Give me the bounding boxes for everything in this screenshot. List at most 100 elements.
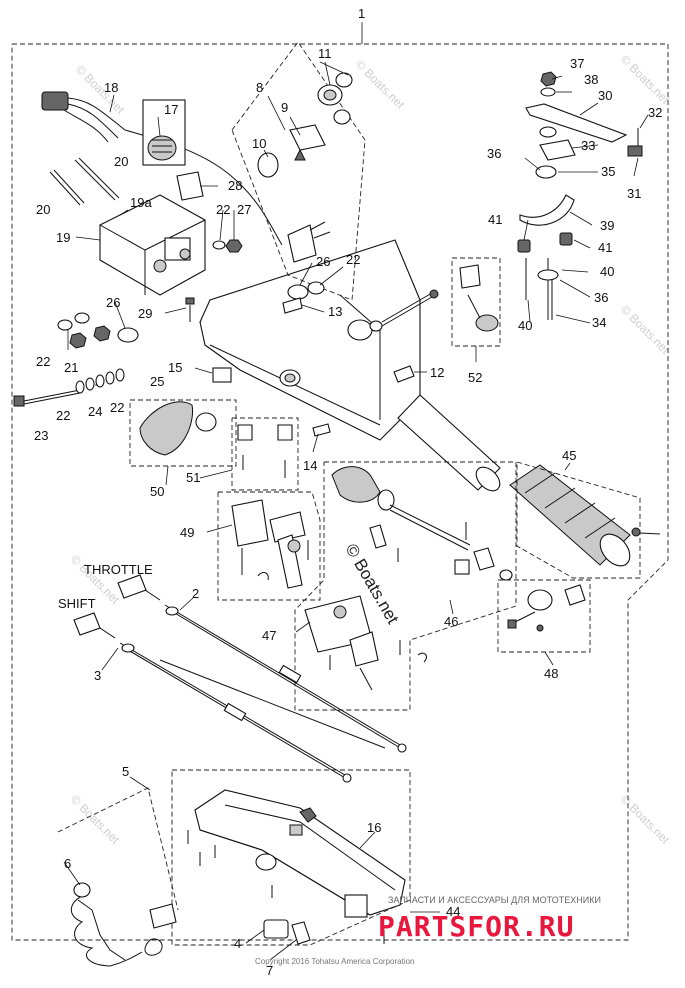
brackets-51 bbox=[237, 424, 293, 478]
callout-41a: 41 bbox=[488, 212, 502, 227]
callout-20a: 20 bbox=[114, 154, 128, 169]
callout-3: 3 bbox=[94, 668, 101, 683]
callout-39: 39 bbox=[600, 218, 614, 233]
callout-10: 10 bbox=[252, 136, 266, 151]
callout-51: 51 bbox=[186, 470, 200, 485]
callout-22b: 22 bbox=[56, 408, 70, 423]
copyright: Copyright 2016 Tohatsu America Corporati… bbox=[255, 957, 415, 966]
callout-48: 48 bbox=[544, 666, 558, 681]
watermark-2: © Boats.net bbox=[353, 57, 408, 112]
callout-labels: 1 2 3 4 5 6 7 8 9 10 11 12 13 14 15 16 1… bbox=[34, 6, 662, 978]
throttle-grip bbox=[509, 464, 661, 567]
box-52 bbox=[451, 257, 501, 347]
callout-28: 28 bbox=[228, 178, 242, 193]
callout-22d: 22 bbox=[216, 202, 230, 217]
callout-33: 33 bbox=[581, 138, 595, 153]
callout-13: 13 bbox=[328, 304, 342, 319]
label-shift: SHIFT bbox=[58, 596, 96, 611]
callout-22a: 22 bbox=[36, 354, 50, 369]
callout-4: 4 bbox=[234, 936, 241, 951]
assembly-boundary bbox=[11, 43, 669, 941]
callout-16: 16 bbox=[367, 820, 381, 835]
watermark-6: © Boats.net bbox=[618, 792, 673, 847]
callout-45: 45 bbox=[562, 448, 576, 463]
callout-36a: 36 bbox=[487, 146, 501, 161]
box-46 bbox=[294, 461, 517, 711]
callout-6: 6 bbox=[64, 856, 71, 871]
callout-52: 52 bbox=[468, 370, 482, 385]
plate-14 bbox=[312, 423, 331, 437]
leaders bbox=[63, 61, 649, 961]
plate-12 bbox=[393, 365, 415, 383]
callout-18: 18 bbox=[104, 80, 118, 95]
watermark-4: © Boats.net bbox=[618, 302, 673, 357]
watermark-7: © Boats.net bbox=[68, 792, 123, 847]
throttle-cable-2 bbox=[117, 574, 407, 753]
callout-38: 38 bbox=[584, 72, 598, 87]
watermark-3: © Boats.net bbox=[618, 52, 673, 107]
box-48 bbox=[497, 579, 591, 653]
linkage-47 bbox=[304, 595, 427, 691]
collar bbox=[347, 289, 439, 341]
shop-logo[interactable]: PARTSFOR.RU bbox=[378, 910, 574, 943]
grip-box bbox=[516, 461, 641, 579]
callout-26a: 26 bbox=[106, 295, 120, 310]
callout-46: 46 bbox=[444, 614, 458, 629]
callout-31: 31 bbox=[627, 186, 641, 201]
stud-20 bbox=[49, 157, 120, 206]
hardware-22-27 bbox=[212, 239, 243, 253]
shop-tagline: ЗАПЧАСТИ И АКСЕССУАРЫ ДЛЯ МОТОТЕХНИКИ bbox=[388, 895, 601, 905]
callout-25: 25 bbox=[150, 374, 164, 389]
callout-2: 2 bbox=[192, 586, 199, 601]
callout-21: 21 bbox=[64, 360, 78, 375]
callout-35: 35 bbox=[601, 164, 615, 179]
callout-5: 5 bbox=[122, 764, 129, 779]
callout-41b: 41 bbox=[598, 240, 612, 255]
clip-28 bbox=[176, 171, 204, 201]
callout-14: 14 bbox=[303, 458, 317, 473]
callout-19: 19 bbox=[56, 230, 70, 245]
callout-8: 8 bbox=[256, 80, 263, 95]
throttle-shaft-46 bbox=[331, 466, 513, 581]
callout-50: 50 bbox=[150, 484, 164, 499]
callout-23: 23 bbox=[34, 428, 48, 443]
box-50 bbox=[129, 399, 237, 467]
callout-7: 7 bbox=[266, 963, 273, 978]
lanyard-6 bbox=[71, 882, 177, 967]
watermark-1: © Boats.net bbox=[73, 62, 128, 117]
screw-29 bbox=[185, 297, 195, 322]
callout-19a: 19a bbox=[130, 195, 152, 210]
housing-16 bbox=[194, 789, 406, 918]
callout-32: 32 bbox=[648, 105, 662, 120]
callout-1: 1 bbox=[358, 6, 365, 21]
box-49 bbox=[217, 491, 321, 601]
callout-40a: 40 bbox=[600, 264, 614, 279]
callout-17: 17 bbox=[164, 102, 178, 117]
plate-15 bbox=[212, 367, 232, 383]
bracket-19 bbox=[99, 194, 206, 296]
callout-44: 44 bbox=[446, 904, 460, 919]
callout-29: 29 bbox=[138, 306, 152, 321]
cap-50 bbox=[139, 401, 217, 456]
callout-22c: 22 bbox=[110, 400, 124, 415]
callout-24: 24 bbox=[88, 404, 102, 419]
callout-11: 11 bbox=[318, 46, 332, 61]
callout-47: 47 bbox=[262, 628, 276, 643]
clip-7 bbox=[291, 921, 311, 945]
label-throttle: THROTTLE bbox=[84, 562, 153, 577]
washers-left bbox=[57, 312, 139, 349]
callout-20b: 20 bbox=[36, 202, 50, 217]
tiller-tube bbox=[397, 394, 501, 492]
box-51 bbox=[231, 417, 299, 491]
stop-switch-17 bbox=[142, 99, 186, 166]
shift-assy-49 bbox=[231, 499, 309, 589]
callout-37: 37 bbox=[570, 56, 584, 71]
callout-27: 27 bbox=[237, 202, 251, 217]
stopper-48 bbox=[507, 584, 586, 632]
switch-4 bbox=[263, 919, 289, 939]
friction-lever-30 bbox=[517, 71, 643, 320]
callout-12: 12 bbox=[430, 365, 444, 380]
switch-cluster-8-11 bbox=[231, 41, 366, 301]
callout-36b: 36 bbox=[594, 290, 608, 305]
